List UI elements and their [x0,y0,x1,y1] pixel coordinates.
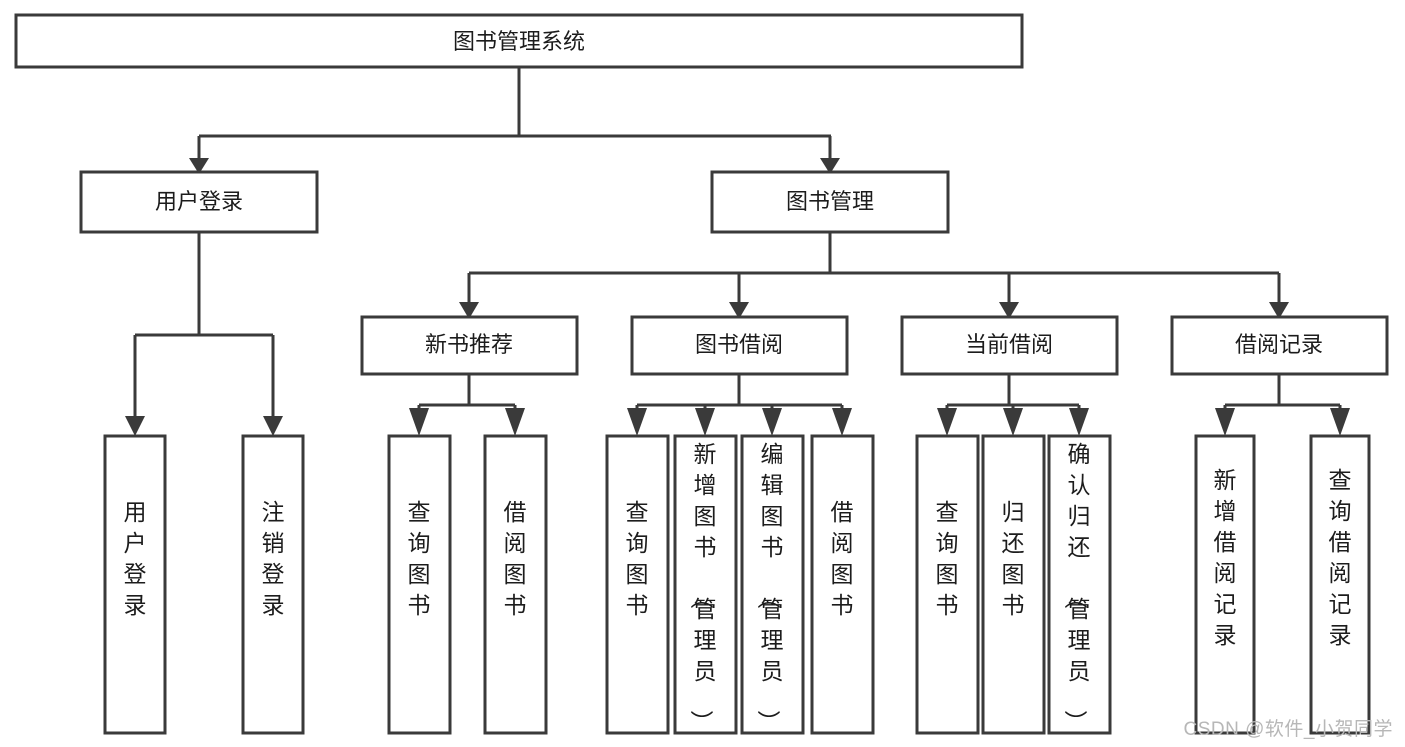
node-leaf-user-login[interactable]: 用户登录 [103,434,167,735]
arrow-head-leaf-borrow-book-2 [832,408,852,436]
node-book-manage[interactable]: 图书管理 [710,170,950,234]
arrow-head-new-book-rec [459,302,479,319]
arrow-head-leaf-add-record [1215,408,1235,436]
node-leaf-add-book-box[interactable] [673,434,738,735]
node-leaf-add-book-label: 新增图书（管理员） [689,441,717,733]
node-borrow-record-label: 借阅记录 [1235,332,1323,357]
node-leaf-query-book-2[interactable]: 查询图书 [605,434,670,735]
arrow-head-leaf-query-book-1 [409,408,429,436]
node-leaf-borrow-book-1[interactable]: 借阅图书 [483,434,548,735]
node-leaf-query-book-2-label: 查询图书 [626,499,649,618]
node-leaf-confirm-return-label: 确认归还（管理员） [1063,441,1091,733]
node-root-label: 图书管理系统 [453,29,585,54]
arrow-head-leaf-confirm-return [1069,408,1089,436]
node-root[interactable]: 图书管理系统 [14,13,1024,69]
arrow-head-leaf-user-login [125,416,145,436]
arrow-head-leaf-query-book-3 [937,408,957,436]
node-leaf-query-record-box[interactable] [1309,434,1371,735]
node-leaf-query-book-3[interactable]: 查询图书 [915,434,980,735]
node-leaf-borrow-book-2[interactable]: 借阅图书 [810,434,875,735]
node-new-book-rec-label: 新书推荐 [425,332,513,357]
node-book-borrow-box[interactable] [630,315,849,376]
node-leaf-query-record-label: 查询借阅记录 [1329,467,1352,648]
node-leaf-query-book-3-label: 查询图书 [936,499,959,618]
node-leaf-add-book[interactable]: 新增图书（管理员） [673,434,738,735]
node-leaf-edit-book-box[interactable] [740,434,805,735]
node-new-book-rec-box[interactable] [360,315,579,376]
node-leaf-user-login-label: 用户登录 [124,499,147,618]
connector-layer [125,67,1350,436]
node-leaf-confirm-return-box[interactable] [1047,434,1112,735]
node-leaf-user-logout-box[interactable] [241,434,305,735]
arrow-head-user-login [189,158,209,174]
node-leaf-borrow-book-1-box[interactable] [483,434,548,735]
node-leaf-add-record-box[interactable] [1194,434,1256,735]
arrow-head-book-manage [820,158,840,174]
node-leaf-user-login-box[interactable] [103,434,167,735]
watermark-credit: CSDN @软件_小贺同学 [1183,719,1393,740]
node-borrow-record[interactable]: 借阅记录 [1170,315,1389,376]
node-leaf-user-logout[interactable]: 注销登录 [241,434,305,735]
node-user-login-box[interactable] [79,170,319,234]
node-current-borrow-label: 当前借阅 [965,332,1053,357]
node-leaf-user-logout-label: 注销登录 [262,499,285,618]
arrow-head-leaf-query-book-2 [627,408,647,436]
node-root-box[interactable] [14,13,1024,69]
node-leaf-return-book[interactable]: 归还图书 [981,434,1046,735]
node-book-manage-label: 图书管理 [786,189,874,214]
node-leaf-borrow-book-2-box[interactable] [810,434,875,735]
node-current-borrow-box[interactable] [900,315,1119,376]
arrow-head-leaf-borrow-book-1 [505,408,525,436]
node-leaf-borrow-book-1-label: 借阅图书 [504,499,527,618]
node-leaf-return-book-box[interactable] [981,434,1046,735]
node-new-book-rec[interactable]: 新书推荐 [360,315,579,376]
arrow-head-leaf-user-logout [263,416,283,436]
arrow-head-borrow-record [1269,302,1289,319]
node-leaf-add-record[interactable]: 新增借阅记录 [1194,434,1256,735]
node-leaf-confirm-return[interactable]: 确认归还（管理员） [1047,434,1112,735]
arrow-head-leaf-add-book [695,408,715,436]
node-leaf-add-record-label: 新增借阅记录 [1214,467,1237,648]
node-book-manage-box[interactable] [710,170,950,234]
node-leaf-query-book-1-box[interactable] [387,434,452,735]
arrow-head-current-borrow [999,302,1019,319]
node-leaf-borrow-book-2-label: 借阅图书 [831,499,854,618]
arrow-head-leaf-edit-book [762,408,782,436]
node-leaf-return-book-label: 归还图书 [1002,499,1025,618]
node-current-borrow[interactable]: 当前借阅 [900,315,1119,376]
node-leaf-query-book-1-label: 查询图书 [408,499,431,618]
node-leaf-query-record[interactable]: 查询借阅记录 [1309,434,1371,735]
arrow-head-book-borrow [729,302,749,319]
node-book-borrow[interactable]: 图书借阅 [630,315,849,376]
node-leaf-edit-book-label: 编辑图书（管理员） [756,441,784,733]
node-borrow-record-box[interactable] [1170,315,1389,376]
arrow-head-leaf-return-book [1003,408,1023,436]
node-leaf-query-book-1[interactable]: 查询图书 [387,434,452,735]
node-book-borrow-label: 图书借阅 [695,332,783,357]
node-leaf-query-book-2-box[interactable] [605,434,670,735]
node-user-login[interactable]: 用户登录 [79,170,319,234]
node-leaf-query-book-3-box[interactable] [915,434,980,735]
arrow-head-leaf-query-record [1330,408,1350,436]
node-leaf-edit-book[interactable]: 编辑图书（管理员） [740,434,805,735]
node-user-login-label: 用户登录 [155,189,243,214]
